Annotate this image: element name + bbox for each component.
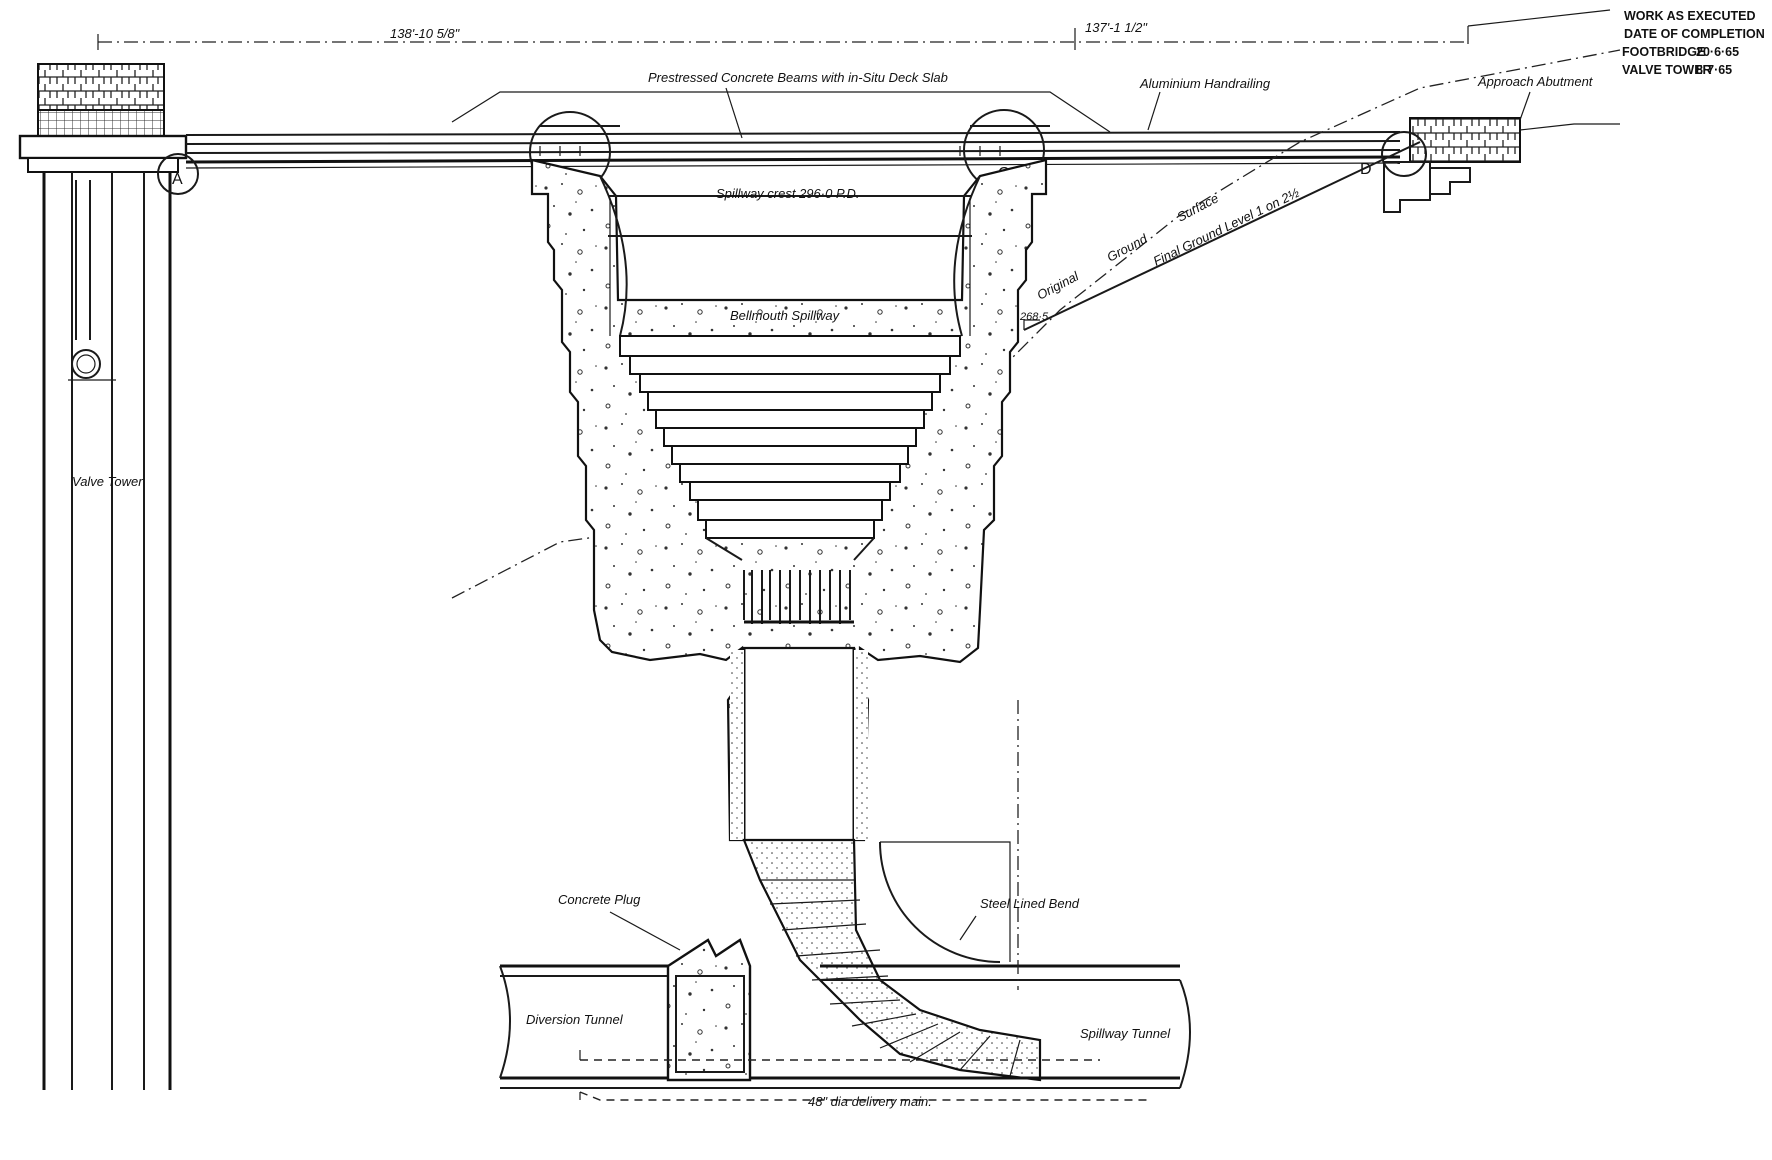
footbridge-deck: Prestressed Concrete Beams with in-Situ … [185,70,1401,169]
stamp-footbridge-label: FOOTBRIDGE [1622,45,1705,59]
steel-lined-bend-label: Steel Lined Bend [980,896,1080,911]
steel-lined-bend: Steel Lined Bend [742,838,1080,1082]
original-ground-label-3: Surface [1174,190,1221,224]
final-ground-label: Final Ground Level 1 on 2½ [1151,185,1302,269]
detail-circle-d [1381,131,1427,177]
concrete-plug: Concrete Plug [558,892,752,1082]
original-ground-label-2: Ground [1104,231,1150,265]
bellmouth-label: Bellmouth Spillway [730,308,841,323]
tunnels: Diversion Tunnel Spillway Tunnel [499,964,1191,1089]
detail-label-d: D [1360,161,1372,178]
concrete-plug-label: Concrete Plug [558,892,641,907]
stamp-line-1: WORK AS EXECUTED [1624,9,1756,23]
approach-abutment: Approach Abutment [1383,74,1620,213]
aerator-teeth [743,570,854,624]
detail-circle-a [157,153,199,195]
dimension-line: 138'-10 5/8" 137'-1 1/2" [97,9,1611,50]
bellmouth-spillway: Spillway crest 296·0 P.D. Bellmouth Spil… [530,158,1048,842]
right-span-dimension: 137'-1 1/2" [1085,20,1148,35]
valve-tower: Valve Tower [18,63,188,1090]
beams-label: Prestressed Concrete Beams with in-Situ … [648,70,948,85]
handrailing-label: Aluminium Handrailing [1139,76,1271,91]
delivery-main: 48" dia delivery main. [579,1050,1150,1109]
left-span-dimension: 138'-10 5/8" [390,26,461,41]
level-mark-label: 268·5 [1019,311,1049,323]
spillway-tunnel-label: Spillway Tunnel [1080,1026,1171,1041]
approach-abutment-label: Approach Abutment [1477,74,1594,89]
bellmouth-steps [619,335,961,561]
spillway-crest-label: Spillway crest 296·0 P.D. [716,186,860,201]
delivery-main-label: 48" dia delivery main. [808,1094,932,1109]
stamp-valve-tower-label: VALVE TOWER [1622,63,1712,77]
valve-tower-label: Valve Tower [72,474,143,489]
diversion-tunnel-label: Diversion Tunnel [526,1012,624,1027]
detail-label-a: A [172,171,183,188]
stamp-footbridge-date: 20·6·65 [1696,45,1739,59]
stamp-line-2: DATE OF COMPLETION [1624,27,1765,41]
completion-stamp: WORK AS EXECUTED DATE OF COMPLETION FOOT… [1622,9,1765,77]
stamp-valve-tower-date: 8·7·65 [1696,63,1732,77]
original-ground-label-1: Original [1034,268,1082,303]
